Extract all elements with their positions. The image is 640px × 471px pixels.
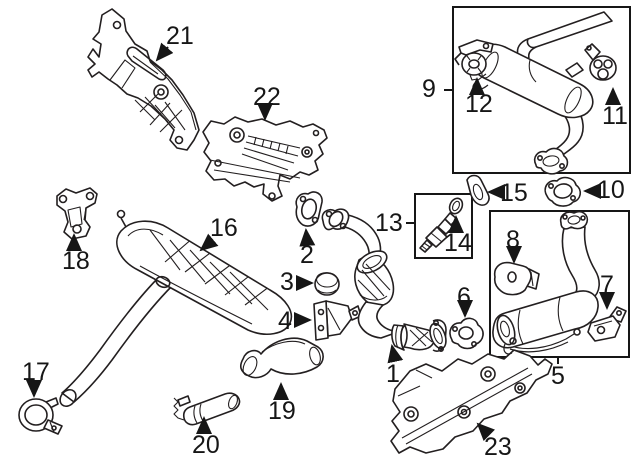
heat-shield-23-drawing [390,349,553,454]
tailpipe-19-drawing [239,337,324,379]
callout-label-15: 15 [500,179,528,207]
muffler-assembly-9-drawing [454,11,617,175]
bracket-18-drawing [56,187,98,240]
hanger-11-drawing [584,43,617,81]
hanger-15-drawing [466,174,490,206]
clamp-17-drawing [18,397,63,435]
callout-label-9: 9 [422,75,436,103]
callout-label-13: 13 [375,209,403,237]
callout-label-6: 6 [457,283,471,311]
callout-label-11: 11 [602,102,628,130]
catalytic-converter-1-drawing [321,208,447,352]
callout-label-21: 21 [166,22,194,50]
gasket-6-drawing [449,317,484,350]
callout-label-5: 5 [551,362,565,390]
seal-ring-14-drawing [448,197,464,215]
gasket-10-drawing [544,176,582,207]
subassembly-box-5 [489,210,630,358]
hanger-12-drawing [454,39,494,81]
gasket-2-drawing [295,191,323,227]
callout-label-23: 23 [484,433,512,461]
bracket-4-drawing [313,300,353,341]
callout-label-17: 17 [22,358,50,386]
callout-label-22: 22 [253,83,281,111]
callout-label-18: 18 [62,247,90,275]
arrow-16 [199,233,219,252]
callout-label-10: 10 [597,176,625,204]
arrow-23 [476,422,495,441]
subassembly-box-13-14 [414,193,473,259]
pipe-connector-20-drawing [173,392,241,426]
callout-label-8: 8 [506,226,520,254]
callout-label-2: 2 [300,241,314,269]
callout-label-4: 4 [278,307,292,335]
subassembly-boxes [414,6,631,358]
callout-label-16: 16 [210,214,238,242]
callout-label-7: 7 [600,271,614,299]
muffler-assembly-5-drawing [492,210,627,355]
heat-shield-22-drawing [202,116,328,202]
arrow-2 [299,228,316,247]
muffler-16-drawing [59,209,293,408]
callout-label-14: 14 [444,229,472,257]
callout-label-1: 1 [386,360,400,388]
arrow-1 [387,344,404,364]
bracket-8-drawing [493,261,540,296]
bracket-7-drawing [587,306,627,342]
callout-label-20: 20 [192,431,220,459]
heat-shield-21-drawing [87,8,200,151]
callout-label-19: 19 [268,397,296,425]
bushing-3-drawing [314,272,340,296]
subassembly-box-9 [452,6,631,174]
callout-label-3: 3 [280,268,294,296]
callout-arrows [26,42,621,441]
callout-label-12: 12 [465,90,493,118]
arrow-21 [155,42,174,62]
